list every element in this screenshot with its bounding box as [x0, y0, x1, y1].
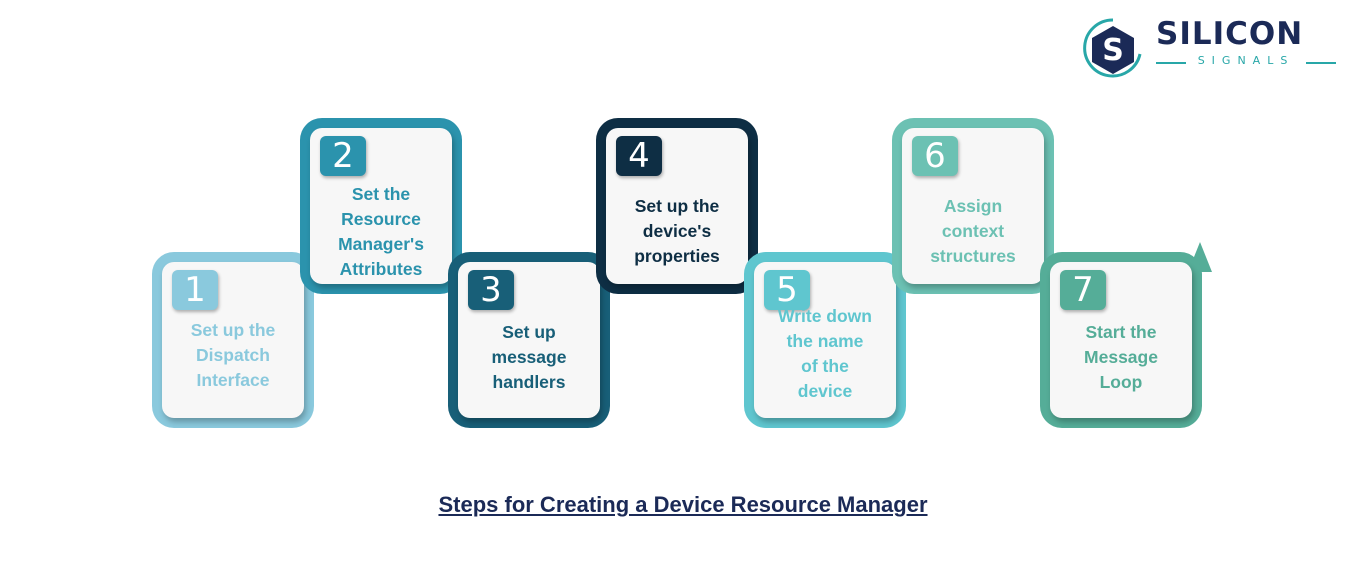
step-4-card: 4 Set up the device's properties [606, 128, 748, 284]
step-6-card: 6 Assign context structures [902, 128, 1044, 284]
step-5-label: Write down the name of the device [778, 306, 872, 401]
logo-rule-left [1156, 62, 1186, 64]
step-5: 5 Write down the name of the device [744, 252, 906, 428]
logo-rule-right [1306, 62, 1336, 64]
step-3-card: 3 Set up message handlers [458, 262, 600, 418]
step-6-number: 6 [912, 136, 958, 176]
step-6-label: Assign context structures [930, 196, 1016, 266]
logo-monogram: S [1102, 33, 1124, 68]
step-7-label: Start the Message Loop [1084, 322, 1158, 392]
logo-wordmark: SILICON [1156, 16, 1304, 52]
step-1: 1 Set up the Dispatch Interface [152, 252, 314, 428]
step-6: 6 Assign context structures [892, 118, 1054, 294]
step-2-card: 2 Set the Resource Manager's Attributes [310, 128, 452, 284]
step-3: 3 Set up message handlers [448, 252, 610, 428]
step-1-number: 1 [172, 270, 218, 310]
step-5-number: 5 [764, 270, 810, 310]
step-7-number: 7 [1060, 270, 1106, 310]
logo-mark-icon: S [1083, 18, 1142, 78]
step-2-label: Set the Resource Manager's Attributes [338, 184, 424, 279]
step-4-number: 4 [616, 136, 662, 176]
diagram-caption: Steps for Creating a Device Resource Man… [438, 492, 928, 517]
step-3-label: Set up message handlers [491, 322, 567, 392]
step-5-card: 5 Write down the name of the device [754, 262, 896, 418]
step-2: 2 Set the Resource Manager's Attributes [300, 118, 462, 294]
step-1-label: Set up the Dispatch Interface [190, 320, 276, 390]
step-7: 7 Start the Message Loop [1040, 252, 1202, 428]
logo-tagline: SIGNALS [1197, 54, 1295, 67]
step-4: 4 Set up the device's properties [596, 118, 758, 294]
silicon-signals-logo: S SILICON SIGNALS [1080, 14, 1340, 86]
step-1-card: 1 Set up the Dispatch Interface [162, 262, 304, 418]
step-7-card: 7 Start the Message Loop [1050, 262, 1192, 418]
step-2-number: 2 [320, 136, 366, 176]
step-4-label: Set up the device's properties [634, 196, 720, 266]
step-3-number: 3 [468, 270, 514, 310]
